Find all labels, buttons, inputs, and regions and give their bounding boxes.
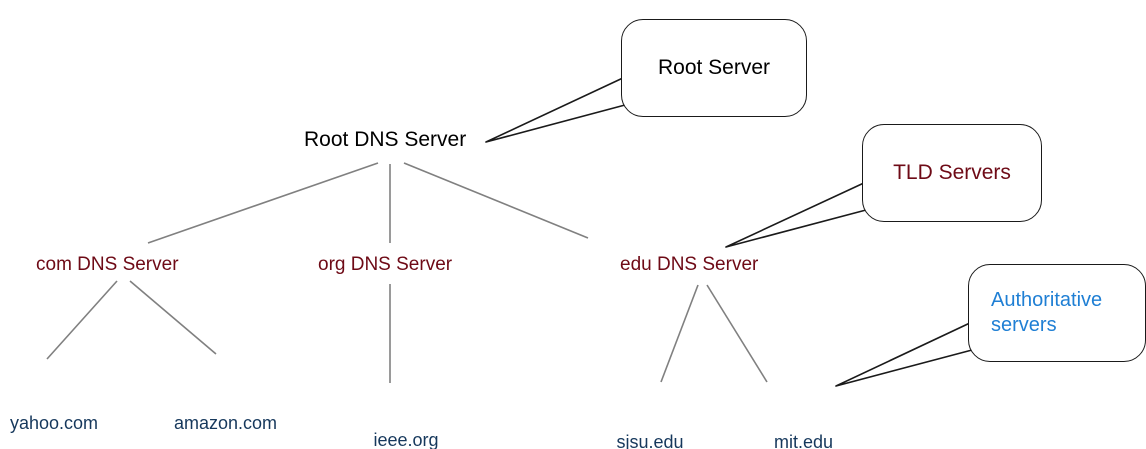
node-org-dns-server[interactable]: org DNS Server [318, 254, 453, 275]
edge-edu-to-sjsu [660, 284, 699, 383]
node-yahoo-com-line1: yahoo.com [10, 413, 99, 434]
callout-authoritative-servers-text: Authoritative servers [991, 289, 1103, 336]
node-edu-dns-server[interactable]: edu DNS Server [620, 254, 759, 275]
callout-tail-root-server [485, 76, 626, 143]
node-sjsu-edu-line1: sjsu.edu [616, 432, 684, 449]
callout-tail-authoritative-servers [835, 321, 973, 387]
node-mit-edu-line1: mit.edu [774, 432, 834, 449]
edge-root-to-com [147, 162, 379, 244]
callout-tld-servers[interactable]: TLD Servers [862, 124, 1042, 222]
callout-tail-tld-servers [725, 181, 867, 248]
node-amazon-com-line1: amazon.com [174, 413, 278, 434]
node-ieee-org-line1: ieee.org [373, 430, 439, 449]
edge-root-to-edu [403, 162, 589, 239]
callout-authoritative-servers[interactable]: Authoritative servers [968, 264, 1146, 362]
callout-root-server[interactable]: Root Server [621, 19, 807, 117]
edge-com-to-yahoo [46, 280, 118, 360]
node-root-dns-server[interactable]: Root DNS Server [304, 128, 467, 151]
node-amazon-com-dns-server[interactable]: amazon.com DNS Server [174, 371, 277, 449]
edge-com-to-amazon [129, 280, 217, 355]
node-ieee-org-dns-server[interactable]: ieee.org DNS Server [346, 388, 466, 449]
node-mit-edu-dns-server[interactable]: mit.edu DNS Server [774, 390, 870, 449]
callout-tld-servers-text: TLD Servers [893, 160, 1011, 184]
edge-edu-to-mit [706, 284, 768, 383]
node-yahoo-com-dns-server[interactable]: yahoo.com DNS Server [10, 371, 106, 449]
callout-root-server-text: Root Server [657, 55, 771, 79]
node-com-dns-server[interactable]: com DNS Server [36, 254, 179, 275]
node-sjsu-edu-dns-server[interactable]: sjsu.edu DNS Server [590, 390, 710, 449]
